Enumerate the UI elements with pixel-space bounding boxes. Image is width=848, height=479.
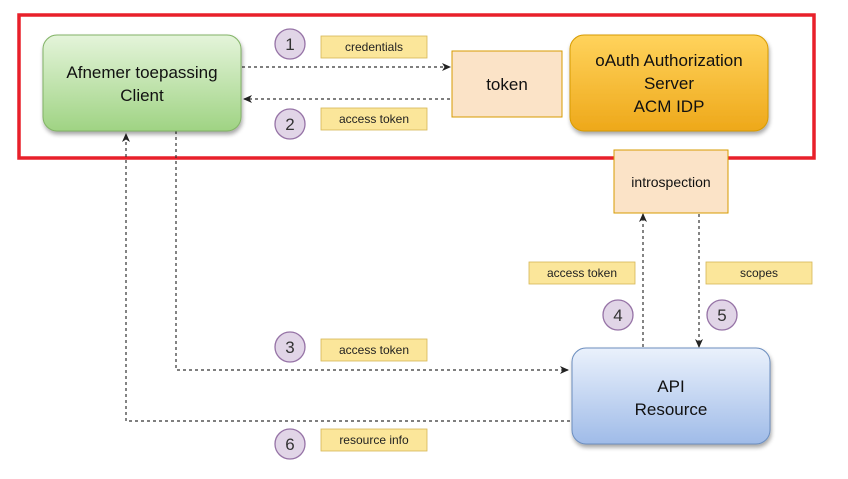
step-1-label-box <box>320 35 428 59</box>
edge-client-to-api <box>175 131 569 374</box>
api-label-line1: API <box>657 377 684 396</box>
step-3: 3 access token <box>274 331 428 363</box>
step-3-label: access token <box>339 343 409 357</box>
client-label-line2: Client <box>120 86 164 105</box>
step-2-label-box <box>320 107 428 131</box>
step-4-label-box <box>528 261 636 285</box>
introspection-label: introspection <box>631 174 710 190</box>
client-label-line1: Afnemer toepassing <box>66 63 217 82</box>
step-3-circle <box>274 331 306 363</box>
step-2-number: 2 <box>285 115 294 134</box>
step-6-label: resource info <box>339 433 409 447</box>
step-5-label-box <box>705 261 813 285</box>
client-node: Afnemer toepassing Client <box>42 34 242 132</box>
step-5-number: 5 <box>717 306 726 325</box>
step-6-circle <box>274 428 306 460</box>
step-6: 6 resource info <box>274 428 428 460</box>
auth-server-label-line3: ACM IDP <box>634 97 705 116</box>
auth-server-label-line2: Server <box>644 74 694 93</box>
auth-server-node: oAuth Authorization Server ACM IDP <box>569 34 769 132</box>
step-1-number: 1 <box>285 35 294 54</box>
step-2: 2 access token <box>274 107 428 140</box>
step-6-label-box <box>320 428 428 452</box>
step-2-label: access token <box>339 112 409 126</box>
step-6-number: 6 <box>285 435 294 454</box>
step-1-circle <box>274 28 306 60</box>
step-4-circle <box>602 299 634 331</box>
token-node: token <box>451 50 563 118</box>
step-1-label: credentials <box>345 40 403 54</box>
api-resource-node: API Resource <box>571 347 771 445</box>
step-5-circle <box>706 299 738 331</box>
edge-api-to-client <box>122 133 570 422</box>
token-label: token <box>486 75 528 94</box>
step-5-label: scopes <box>740 266 778 280</box>
step-3-label-box <box>320 338 428 362</box>
step-5: scopes 5 <box>705 261 813 331</box>
step-1: 1 credentials <box>274 28 428 60</box>
step-3-number: 3 <box>285 338 294 357</box>
introspection-node: introspection <box>613 149 729 214</box>
step-4-number: 4 <box>613 306 622 325</box>
step-4: access token 4 <box>528 261 636 331</box>
step-4-label: access token <box>547 266 617 280</box>
highlight-frame <box>17 13 816 160</box>
api-label-line2: Resource <box>635 400 708 419</box>
step-2-circle <box>274 108 306 140</box>
auth-server-label-line1: oAuth Authorization <box>595 51 742 70</box>
